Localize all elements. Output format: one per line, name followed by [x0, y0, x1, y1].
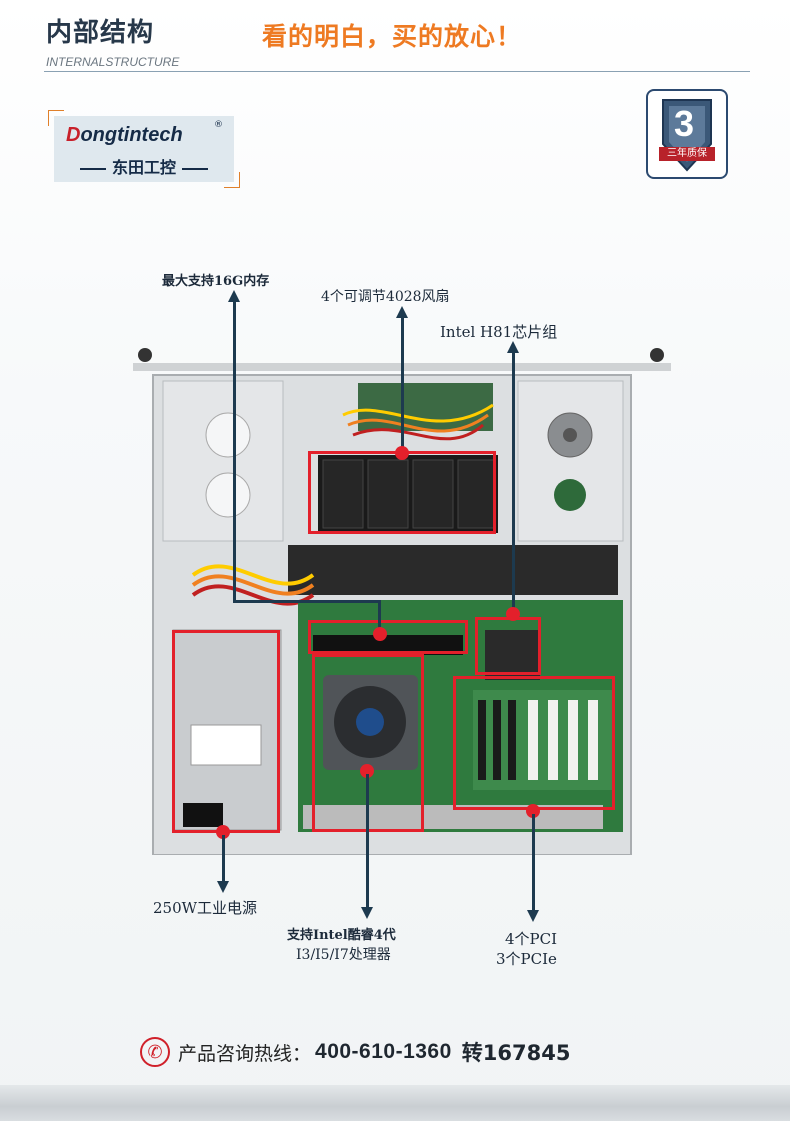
fans-connector [401, 316, 404, 454]
footer-band [0, 1085, 790, 1121]
hotline-label: 产品咨询热线： [178, 1042, 312, 1065]
slots-highlight-box [453, 676, 615, 810]
hotline-extension: 转167845 [461, 1041, 571, 1065]
slots-label-line2: 3个PCIe [496, 950, 557, 968]
psu-connector [222, 835, 225, 883]
cpu-arrow [361, 907, 373, 919]
psu-label: 250W工业电源 [153, 899, 258, 917]
phone-icon: ✆ [140, 1037, 170, 1067]
header-divider [44, 71, 750, 72]
memory-connector [233, 300, 236, 602]
memory-connector [233, 600, 380, 603]
hotline-bar: ✆ 产品咨询热线： 400-610-1360 转167845 [140, 1036, 570, 1068]
psu-marker-dot [216, 825, 230, 839]
psu-arrow [217, 881, 229, 893]
warranty-digit: 3 [674, 103, 695, 144]
logo-chinese-name: 东田工控 [64, 154, 224, 178]
fans-marker-dot [395, 446, 409, 460]
memory-highlight-box [308, 620, 468, 654]
logo-brand-name: Dongtintech [66, 124, 183, 147]
logo-corner-decoration [48, 110, 64, 126]
chassis-interior-photo [133, 348, 671, 855]
fans-label: 4个可调节4028风扇 [321, 289, 450, 305]
cpu-label-line2: I3/I5/I7处理器 [296, 947, 391, 963]
section-subtitle: INTERNALSTRUCTURE [46, 55, 180, 69]
registered-mark: ® [214, 120, 223, 130]
section-title: 内部结构 [46, 18, 155, 48]
slots-label-line1: 4个PCI [505, 930, 558, 948]
slots-connector [532, 814, 535, 912]
slots-arrow [527, 910, 539, 922]
cpu-marker-dot [360, 764, 374, 778]
chipset-arrow [507, 341, 519, 353]
memory-label: 最大支持16G内存 [162, 274, 270, 289]
chipset-label: Intel H81芯片组 [440, 323, 558, 341]
hotline-number[interactable]: 400-610-1360 [315, 1040, 452, 1063]
chipset-highlight-box [475, 617, 541, 675]
chipset-connector [512, 351, 515, 611]
slots-marker-dot [526, 804, 540, 818]
slogan: 看的明白，买的放心！ [262, 22, 523, 51]
memory-arrow [228, 290, 240, 302]
memory-marker-dot [373, 627, 387, 641]
chipset-marker-dot [506, 607, 520, 621]
cpu-connector [366, 774, 369, 909]
warranty-text: 三年质保 [659, 147, 715, 161]
fans-arrow [396, 306, 408, 318]
cpu-label-line1: 支持Intel酷睿4代 [287, 928, 396, 943]
logo-brand-initial: D [66, 124, 81, 146]
brand-logo: Dongtintech ® 东田工控 [48, 110, 240, 188]
logo-brand-rest: ongtintech [80, 124, 183, 146]
psu-highlight-box [172, 630, 280, 833]
memory-connector [378, 600, 381, 630]
logo-corner-decoration [224, 172, 240, 188]
fan-highlight-box [308, 451, 496, 534]
warranty-badge: 3 三年质保 [646, 89, 728, 179]
